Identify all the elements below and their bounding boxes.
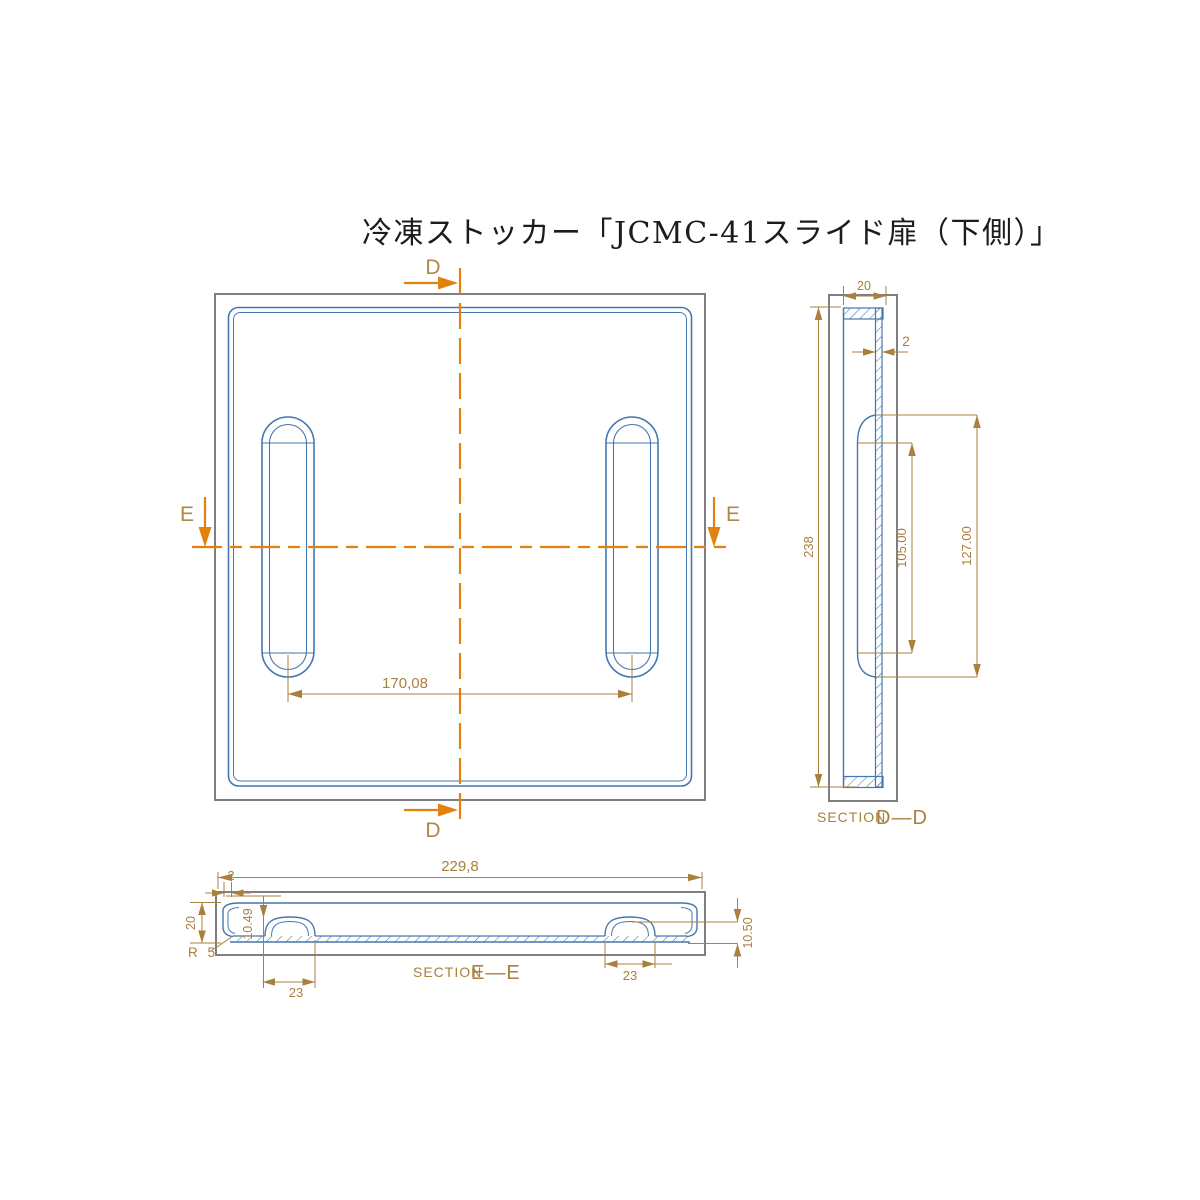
dim-height-238: 238	[801, 306, 856, 788]
cut-label-d-bottom: D	[425, 819, 440, 842]
section-ee-label: SECTION E—E	[413, 962, 521, 984]
ee-pocket-right	[604, 916, 656, 937]
svg-text:2: 2	[227, 868, 234, 883]
svg-text:23: 23	[623, 968, 637, 983]
svg-text:10.50: 10.50	[741, 917, 755, 948]
dim-slot-spacing: 170,08	[287, 655, 633, 702]
cut-label-e-right: E	[726, 503, 740, 526]
cut-label-e-left: E	[180, 503, 194, 526]
dd-profile	[842, 307, 884, 789]
ee-pocket-left	[264, 916, 316, 937]
cut-arrow-e-right: E	[707, 497, 740, 547]
dim-step-1050: 10.50	[632, 898, 755, 968]
svg-text:105.00: 105.00	[894, 528, 909, 568]
dim-wall-2: 2	[205, 868, 251, 897]
cut-arrow-d-top: D	[404, 256, 458, 290]
dim-pocket-127: 127.00	[876, 414, 981, 678]
dim-slot-spacing-value: 170,08	[382, 675, 428, 692]
dim-length-229: 229,8	[217, 858, 703, 889]
dd-pocket-profile	[856, 414, 876, 678]
dim-pocket-105: 105.00	[858, 442, 916, 654]
dim-depth-20: 20	[184, 902, 221, 944]
dim-pocket-width-left-23: 23	[262, 940, 316, 1000]
ee-outer-outline	[215, 891, 706, 956]
dim-pocket-width-right-23: 23	[604, 942, 672, 983]
section-ee-view: 229,8 2 20 10.49	[184, 858, 755, 1000]
dim-radius-r5: R 5	[188, 937, 232, 960]
ee-profile	[222, 902, 698, 943]
dim-pocket-height-1049: 10.49	[226, 895, 281, 988]
dd-outer-outline	[828, 294, 898, 802]
svg-text:229,8: 229,8	[441, 858, 479, 875]
section-dd-view: 20 2 238 105.00	[801, 279, 981, 829]
page-title: 冷凍ストッカー「JCMC-41スライド扉（下側）」	[362, 216, 1061, 251]
svg-text:D—D: D—D	[876, 807, 928, 829]
svg-text:SECTION: SECTION	[817, 809, 886, 825]
svg-text:238: 238	[801, 536, 816, 558]
dim-width-20: 20	[843, 279, 887, 305]
front-view: D D E E 170,08	[180, 256, 740, 842]
svg-text:127.00: 127.00	[959, 526, 974, 566]
svg-text:20: 20	[857, 279, 871, 293]
svg-text:20: 20	[184, 916, 198, 930]
cut-arrow-d-bottom: D	[404, 803, 458, 842]
section-dd-label: SECTION D—D	[817, 807, 928, 829]
svg-text:10.49: 10.49	[241, 908, 255, 939]
svg-text:23: 23	[289, 985, 303, 1000]
dim-thickness-2: 2	[852, 333, 910, 356]
svg-text:E—E: E—E	[471, 962, 521, 984]
cut-arrow-e-left: E	[180, 497, 212, 547]
svg-text:R 5: R 5	[188, 945, 218, 960]
svg-text:2: 2	[902, 333, 910, 349]
cut-label-d-top: D	[425, 256, 440, 279]
svg-text:SECTION: SECTION	[413, 964, 482, 980]
